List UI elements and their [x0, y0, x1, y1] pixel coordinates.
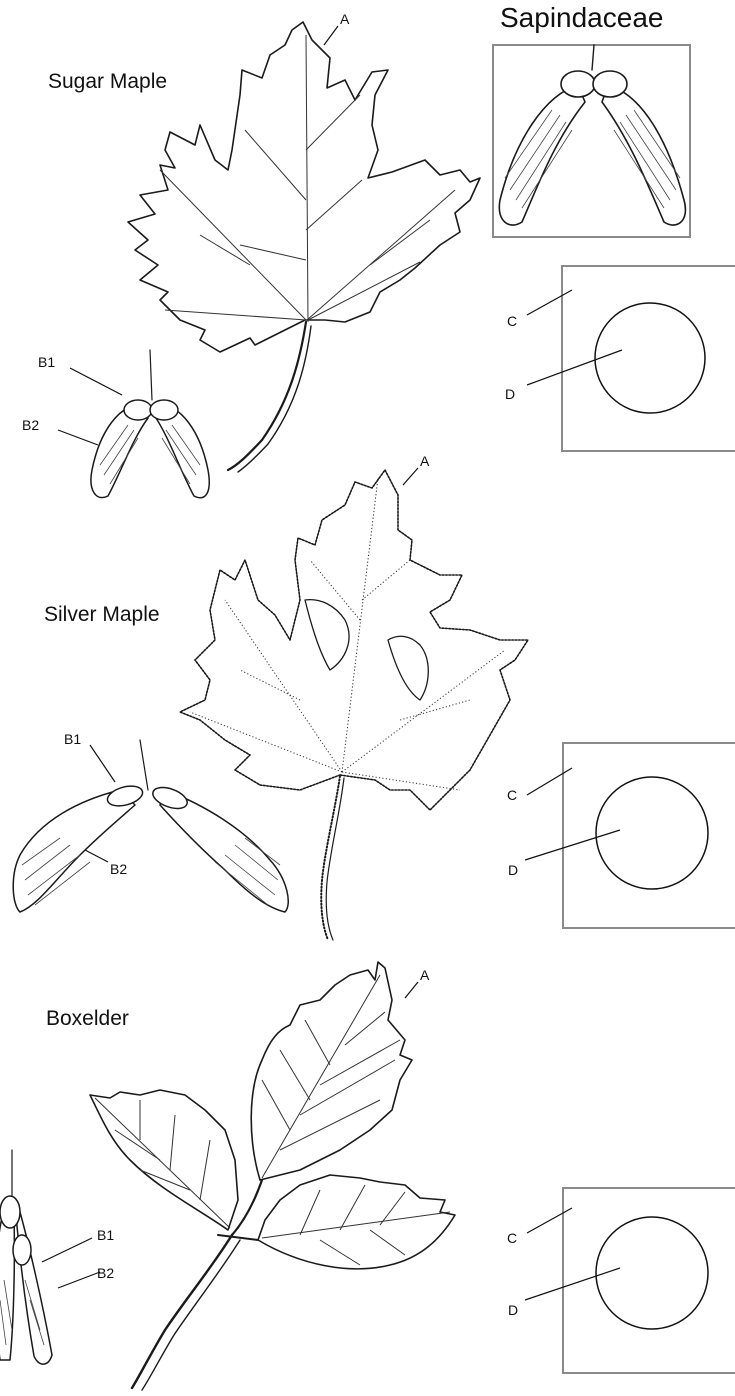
label-c-sugar: C: [507, 313, 517, 329]
boxelder-samara-drawing: [0, 1150, 52, 1364]
response-box-boxelder: [563, 1188, 735, 1373]
response-circle-silver: [596, 777, 708, 889]
label-a-boxelder: A: [420, 967, 430, 983]
sample-samara-drawing: [499, 45, 685, 225]
label-b1-boxelder: B1: [97, 1227, 114, 1243]
label-b2-sugar: B2: [22, 417, 39, 433]
silver-maple-section: Silver Maple A B1: [13, 453, 735, 940]
leader-line: [42, 1238, 92, 1262]
leader-line: [403, 468, 418, 485]
response-box-sugar: [562, 266, 735, 451]
leader-line: [90, 745, 115, 782]
response-box-silver: [563, 743, 735, 928]
response-circle-sugar: [595, 303, 705, 413]
species-name-boxelder: Boxelder: [46, 1007, 129, 1030]
label-b2-silver: B2: [110, 861, 127, 877]
sugar-maple-section: Sugar Maple A B1: [22, 11, 735, 498]
label-b2-boxelder: B2: [97, 1265, 114, 1281]
label-b1-silver: B1: [64, 731, 81, 747]
sugar-maple-samara-drawing: [91, 350, 209, 498]
response-circle-boxelder: [596, 1217, 708, 1329]
species-name-sugar-maple: Sugar Maple: [48, 70, 167, 93]
label-d-sugar: D: [505, 386, 515, 402]
sugar-maple-leaf-drawing: [128, 22, 480, 472]
label-a-silver: A: [420, 453, 430, 469]
leader-line: [58, 1272, 100, 1288]
label-d-boxelder: D: [508, 1302, 518, 1318]
label-a-sugar: A: [340, 11, 350, 27]
leader-line: [527, 290, 572, 315]
label-c-boxelder: C: [507, 1230, 517, 1246]
leader-line: [525, 1268, 620, 1300]
leader-line: [525, 830, 620, 860]
leader-line: [527, 350, 622, 385]
leader-line: [58, 430, 98, 445]
leader-line: [324, 26, 338, 45]
leader-line: [527, 1208, 572, 1233]
leader-line: [405, 982, 418, 998]
label-d-silver: D: [508, 862, 518, 878]
label-b1-sugar: B1: [38, 354, 55, 370]
leader-line: [70, 368, 122, 395]
boxelder-section: Boxelder A: [0, 962, 735, 1390]
label-c-silver: C: [507, 787, 517, 803]
leader-line: [85, 850, 108, 862]
leader-line: [527, 768, 572, 795]
family-title: Sapindaceae: [500, 2, 663, 33]
species-name-silver-maple: Silver Maple: [44, 603, 160, 626]
boxelder-leaf-drawing: [90, 962, 455, 1390]
